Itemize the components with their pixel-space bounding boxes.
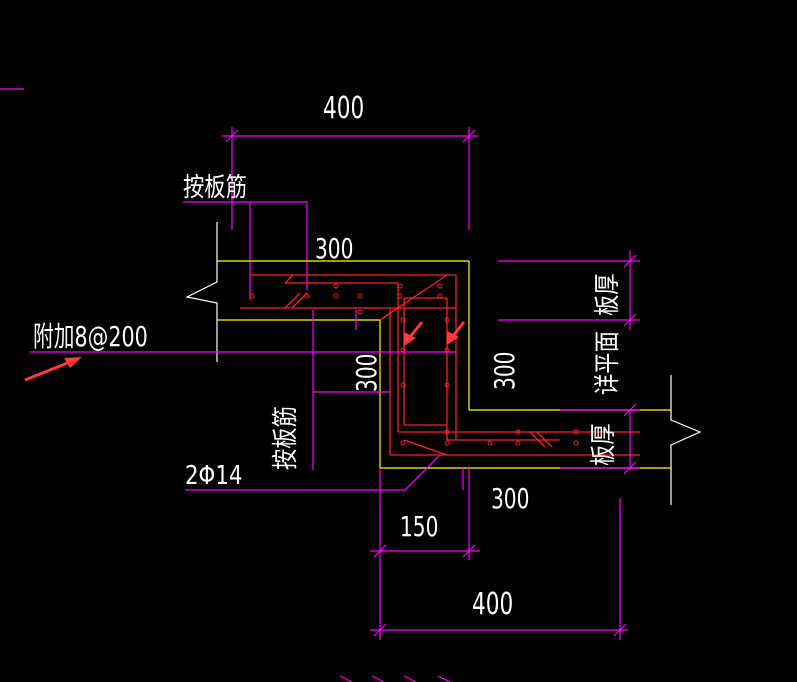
- rebar-cage: [240, 274, 640, 456]
- label-bottom-bars: 2Φ14: [185, 460, 242, 491]
- arrow-inner-right: [447, 321, 466, 345]
- dimension-bottom: [370, 468, 628, 640]
- dimension-label-bottom-300: 300: [491, 482, 529, 515]
- label-slab-thickness-top: 板厚: [592, 273, 623, 316]
- dimension-right-slab: [498, 250, 640, 475]
- dimension-top-400: [222, 127, 478, 230]
- dimension-label-top-400: 400: [323, 92, 364, 126]
- break-line-right: [670, 375, 702, 505]
- dimension-left-300: [312, 310, 390, 393]
- break-line-left: [185, 222, 218, 362]
- dimension-label-bottom-150: 150: [400, 510, 438, 543]
- label-detail-plan: 详平面: [592, 331, 623, 395]
- leader-bottom-bars: [185, 454, 441, 491]
- label-additional-rebar: 附加8@200: [33, 320, 148, 353]
- leader-rebar-top: [183, 201, 308, 300]
- dimension-label-left-300: 300: [350, 354, 383, 392]
- label-rebar-by-slab-top: 按板筋: [183, 172, 247, 203]
- label-rebar-by-slab-vertical: 按板筋: [270, 406, 301, 470]
- label-slab-thickness-bottom: 板厚: [588, 423, 619, 466]
- dimension-label-bottom-400: 400: [472, 588, 513, 622]
- dimension-label-top-300: 300: [315, 232, 353, 265]
- dimension-label-right-300: 300: [488, 352, 521, 390]
- rebar-dots: [249, 283, 579, 446]
- arrow-inner-left: [404, 321, 424, 346]
- bottom-partial-text: [339, 675, 451, 682]
- arrow-left: [24, 357, 82, 382]
